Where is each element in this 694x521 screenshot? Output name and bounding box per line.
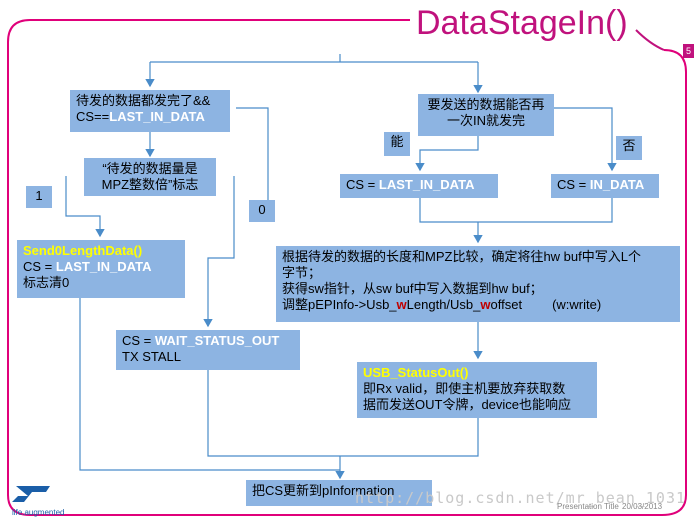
- send0-box: Send0LengthData() CS = LAST_IN_DATA 标志清0: [17, 240, 185, 298]
- write-buffer-line3: 获得sw指针，从sw buf中写入数据到hw buf；: [282, 281, 543, 296]
- wait-status-value: WAIT_STATUS_OUT: [154, 333, 280, 348]
- title-tail: [635, 29, 665, 51]
- condition-again-line2: 一次IN就发完: [446, 113, 525, 128]
- st-logo: [12, 486, 50, 502]
- write-w-1: w: [396, 297, 407, 312]
- cs-last-prefix: CS =: [346, 177, 379, 192]
- condition-multiple-line1: “待发的数据量是: [102, 161, 198, 176]
- cs-last-in-data-box: CS = LAST_IN_DATA: [340, 174, 498, 198]
- write-buffer-line4a: 调整pEPInfo->Usb_: [282, 297, 397, 312]
- write-w-2: w: [480, 297, 491, 312]
- write-buffer-line4c: offset: [490, 297, 523, 312]
- condition-all-sent-value: LAST_IN_DATA: [109, 109, 205, 124]
- write-buffer-line4b: Length/Usb_: [406, 297, 481, 312]
- condition-again: 要发送的数据能否再 一次IN就发完: [418, 94, 554, 136]
- update-text: 把CS更新到pInformation: [252, 483, 395, 498]
- send0-function: Send0LengthData(): [23, 243, 143, 258]
- footer-presentation-title: Presentation Title: [557, 502, 619, 511]
- logo-tagline: life.augmented: [12, 508, 65, 517]
- footer-date: 20/03/2013: [622, 502, 663, 511]
- wait-status-prefix: CS =: [122, 333, 155, 348]
- branch-label-no: 否: [616, 136, 642, 160]
- cs-last-value: LAST_IN_DATA: [378, 177, 475, 192]
- send0-value: LAST_IN_DATA: [55, 259, 152, 274]
- branch-label-0: 0: [249, 200, 275, 222]
- status-out-line2: 即Rx valid，即使主机要放弃获取数: [363, 381, 566, 396]
- status-out-function: USB_StatusOut(): [363, 365, 469, 380]
- write-buffer-line1: 根据待发的数据的长度和MPZ比较，确定将往hw buf中写入L个: [282, 249, 641, 264]
- condition-multiple-line2: MPZ整数倍”标志: [101, 177, 199, 192]
- page-number: 5: [683, 44, 694, 58]
- page-title: DataStageIn(): [410, 4, 634, 43]
- condition-all-sent-line1: 待发的数据都发完了&&: [76, 93, 211, 108]
- condition-all-sent-prefix: CS==: [76, 109, 110, 124]
- condition-again-line1: 要发送的数据能否再: [427, 97, 545, 112]
- condition-all-sent: 待发的数据都发完了&& CS==LAST_IN_DATA: [70, 90, 230, 132]
- wait-status-box: CS = WAIT_STATUS_OUT TX STALL: [116, 330, 300, 370]
- send0-prefix: CS =: [23, 259, 56, 274]
- write-note: (w:write): [552, 297, 602, 312]
- wait-status-stall: TX STALL: [122, 349, 182, 364]
- outer-frame: [7, 19, 687, 516]
- status-out-box: USB_StatusOut() 即Rx valid，即使主机要放弃获取数 据而发…: [357, 362, 597, 418]
- send0-flag-clear: 标志清0: [23, 275, 70, 290]
- update-box: 把CS更新到pInformation: [246, 480, 432, 506]
- branch-label-yes: 能: [384, 132, 410, 156]
- watermark: http://blog.csdn.net/mr_bean_1031: [355, 489, 687, 507]
- condition-multiple: “待发的数据量是 MPZ整数倍”标志: [84, 158, 216, 196]
- cs-in-data-box: CS = IN_DATA: [551, 174, 659, 198]
- cs-in-value: IN_DATA: [589, 177, 645, 192]
- status-out-line3: 据而发送OUT令牌，device也能响应: [363, 397, 572, 412]
- write-buffer-box: 根据待发的数据的长度和MPZ比较，确定将往hw buf中写入L个 字节； 获得s…: [276, 246, 680, 322]
- write-buffer-line2: 字节；: [282, 265, 322, 280]
- branch-label-1: 1: [26, 186, 52, 208]
- cs-in-prefix: CS =: [557, 177, 590, 192]
